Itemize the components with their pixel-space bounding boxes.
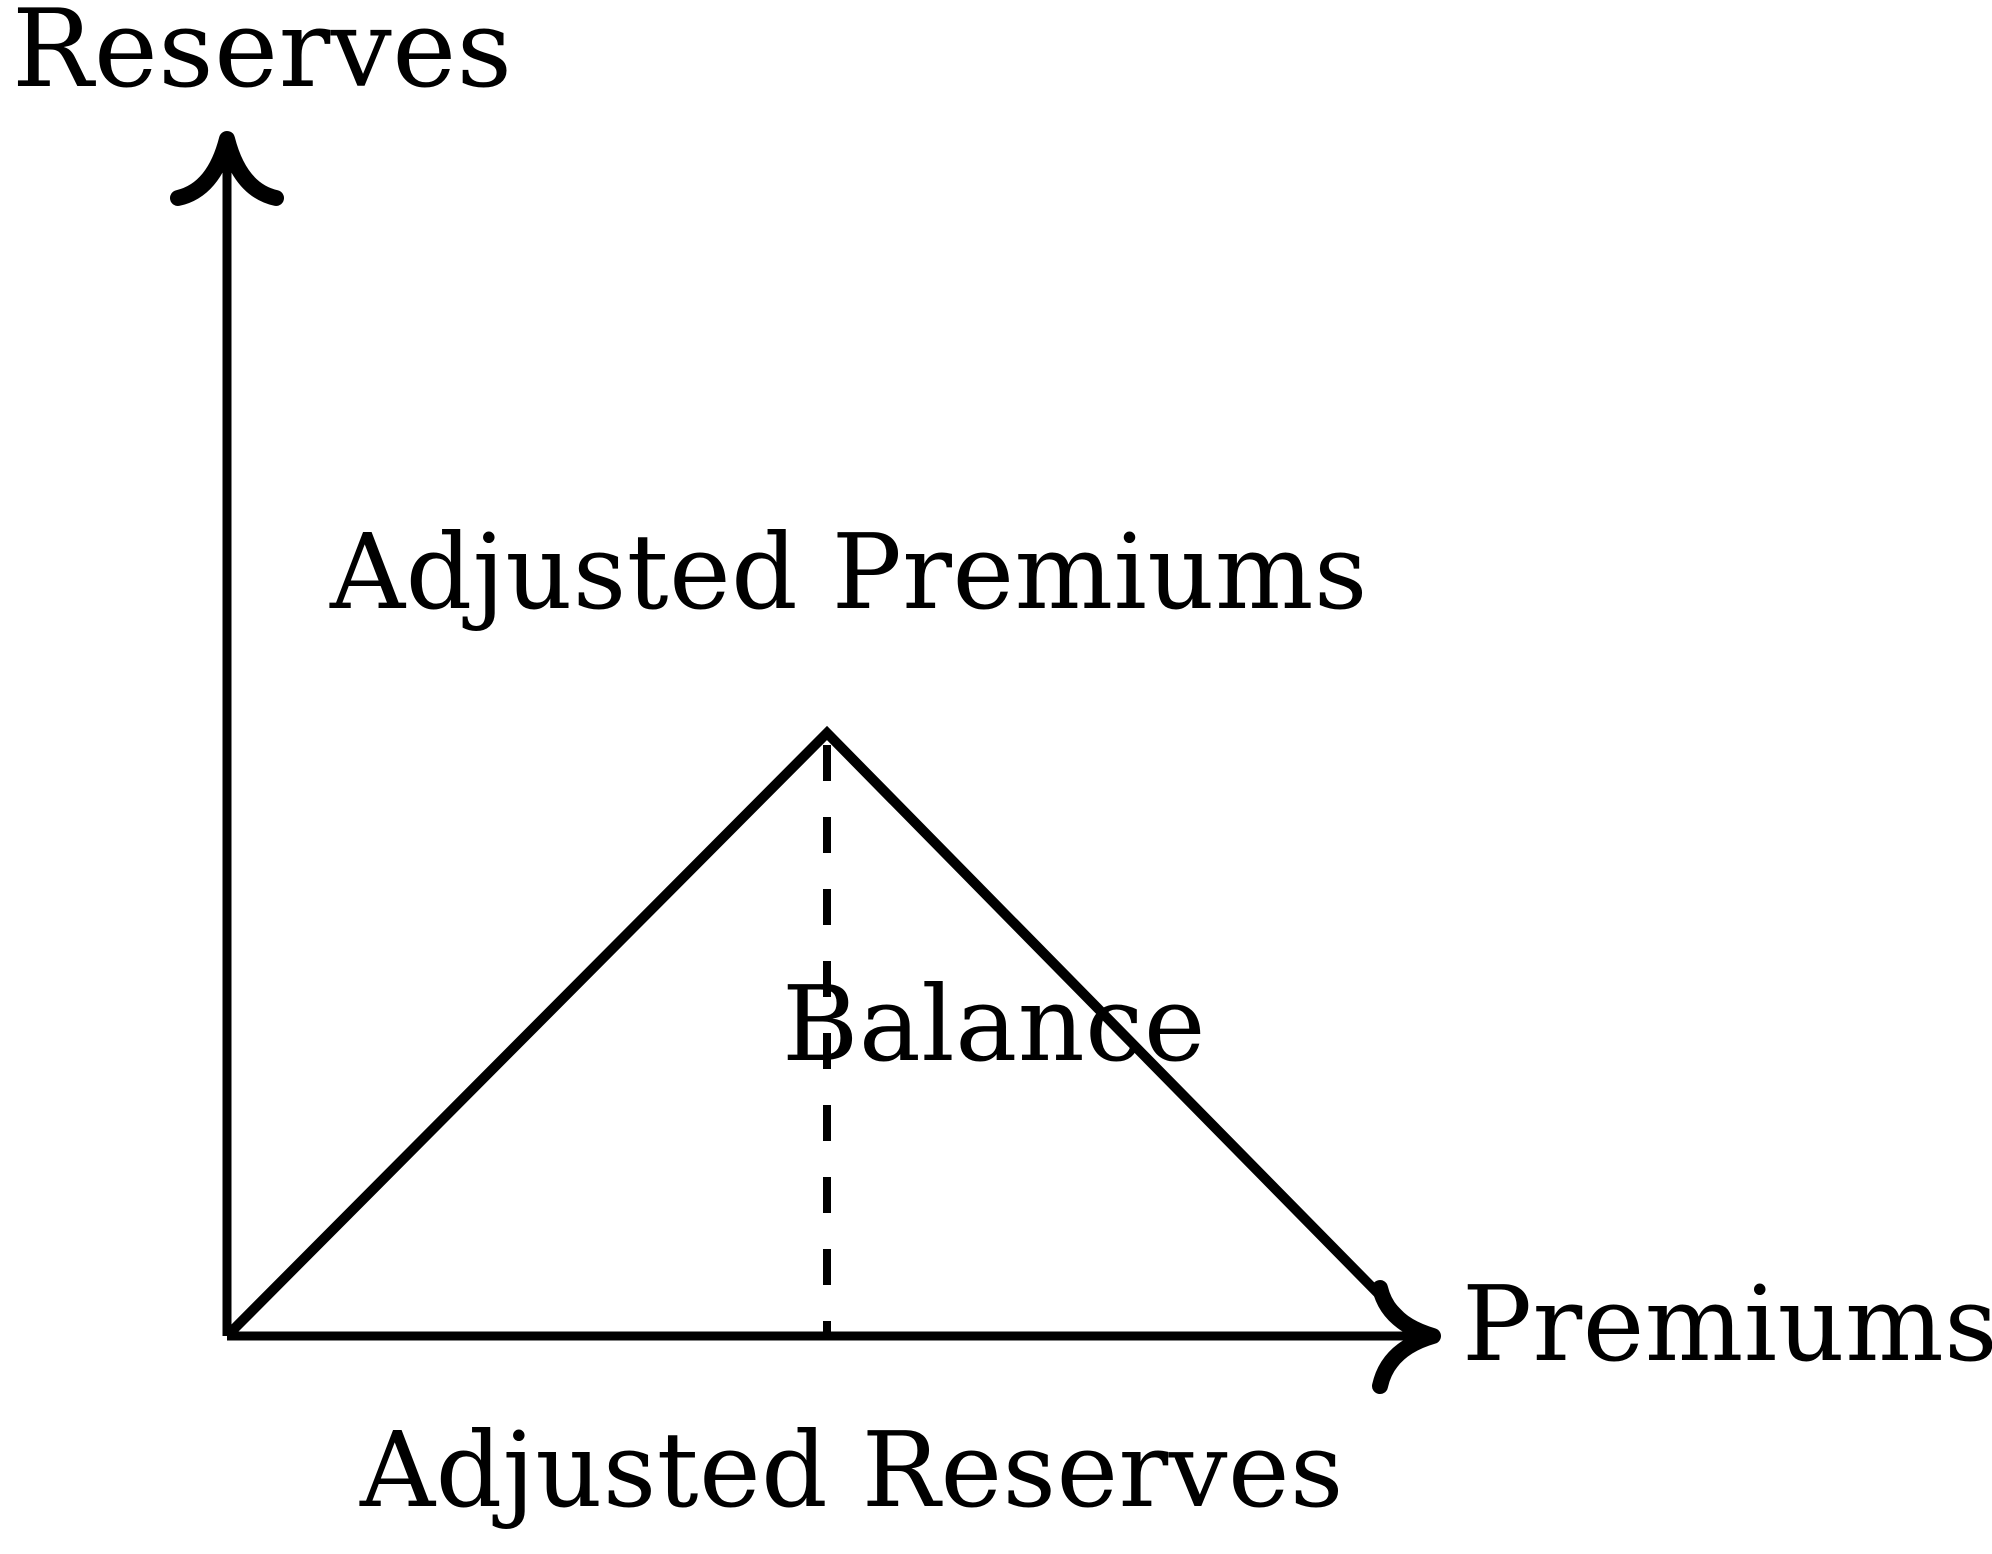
adjusted-reserves-label: Adjusted Reserves [360,1409,1344,1531]
y-axis-arrowhead [170,131,284,206]
reserve-curve [223,725,1424,1340]
reserve-curve-group [223,725,1424,1340]
x-axis-label: Premiums [1462,1263,1992,1385]
balance-label: Balance [782,963,1206,1085]
adjusted-premiums-label: Adjusted Premiums [330,511,1368,633]
y-axis-label: Reserves [12,0,513,112]
